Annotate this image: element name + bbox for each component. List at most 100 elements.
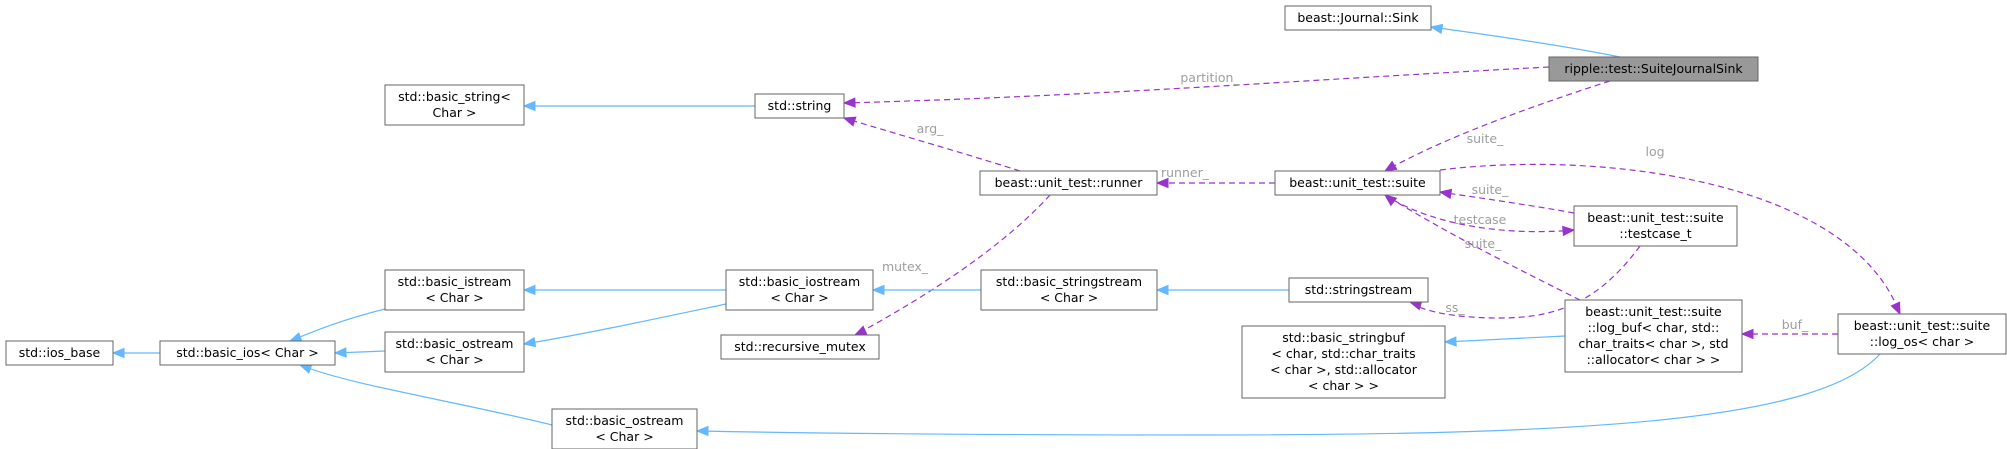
edge-basic-ostream-b-to-basic-ios-arrowhead	[298, 364, 313, 374]
edge-suite-testcase	[1384, 194, 1575, 233]
class-node-label: std::recursive_mutex	[734, 339, 865, 354]
class-node-label: beast::unit_test::suite	[1854, 318, 1991, 333]
class-node-label: std::ios_base	[19, 345, 101, 360]
class-node-label: char_traits< char >, std	[1578, 336, 1728, 351]
edge-label-arg: arg_	[917, 121, 945, 136]
edge-label-log: log	[1645, 144, 1664, 159]
edge-basic-ostream-b-to-basic-ios	[299, 364, 553, 426]
class-node-label: < Char >	[770, 290, 828, 305]
edge-string-to-basic-string-arrowhead	[522, 100, 536, 112]
edge-suite-sink-suite-arrowhead	[1383, 160, 1398, 172]
edge-label-suite-a: suite_	[1467, 131, 1504, 146]
class-node-log-buf[interactable]: beast::unit_test::suite::log_buf< char, …	[1564, 299, 1743, 373]
edge-basic-iostream-to-basic-ostream	[523, 303, 727, 345]
class-node-label: beast::Journal::Sink	[1297, 10, 1419, 25]
class-node-runner[interactable]: beast::unit_test::runner	[979, 170, 1158, 196]
class-node-basic-iostream[interactable]: std::basic_iostream< Char >	[725, 269, 874, 311]
class-node-box	[979, 170, 1158, 196]
class-node-basic-stringbuf[interactable]: std::basic_stringbuf< char, std::char_tr…	[1241, 325, 1446, 399]
class-node-box	[1564, 299, 1743, 373]
class-node-ios-base[interactable]: std::ios_base	[5, 340, 114, 366]
edge-label-partition: partition_	[1180, 70, 1240, 85]
class-node-label: beast::unit_test::suite	[1289, 175, 1426, 190]
edge-basic-istream-to-basic-ios	[289, 308, 386, 342]
class-node-label: std::basic_istream	[398, 274, 512, 289]
class-node-label: ::allocator< char > >	[1587, 352, 1721, 367]
class-node-sink[interactable]: beast::Journal::Sink	[1284, 5, 1432, 31]
class-node-box	[1274, 170, 1441, 196]
class-node-basic-stringstream[interactable]: std::basic_stringstream< Char >	[980, 269, 1158, 311]
edge-suite-sink-partition	[843, 66, 1550, 104]
edge-runner-arg	[843, 117, 1021, 172]
class-node-box	[5, 340, 114, 366]
edge-log-os-to-basic-ostream	[696, 353, 1881, 436]
edge-suite-testcase-arrowhead	[1562, 225, 1576, 237]
edge-suite-sink-to-sink-arrowhead	[1429, 23, 1444, 35]
class-node-basic-string[interactable]: std::basic_string<Char >	[384, 84, 525, 126]
edge-suite-sink-to-sink	[1430, 26, 1621, 58]
class-node-label: std::basic_string<	[398, 89, 511, 104]
edge-label-mutex: mutex_	[882, 259, 929, 274]
class-node-label: std::stringstream	[1305, 282, 1412, 297]
edge-suite-sink-suite	[1384, 80, 1611, 172]
class-node-box	[159, 340, 336, 366]
class-node-box	[1288, 277, 1429, 303]
class-node-box	[725, 269, 874, 311]
class-node-log-os[interactable]: beast::unit_test::suite::log_os< char >	[1837, 313, 2007, 355]
edge-runner-arg-arrowhead	[842, 116, 857, 127]
class-node-recursive-mutex[interactable]: std::recursive_mutex	[720, 334, 880, 360]
edge-basic-ostream-to-basic-ios-arrowhead	[333, 347, 347, 358]
edge-basic-stringstream-to-basic-iostream-arrowhead	[871, 284, 885, 296]
class-node-label: ::testcase_t	[1619, 226, 1691, 241]
class-node-label: < char >, std::allocator	[1270, 362, 1418, 377]
class-node-basic-ostream-b[interactable]: std::basic_ostream< Char >	[551, 408, 698, 449]
edge-basic-ios-to-ios-base-arrowhead	[111, 347, 125, 359]
class-node-label: < Char >	[425, 290, 483, 305]
class-node-box	[720, 334, 880, 360]
edge-label-suite-c: suite_	[1465, 236, 1502, 251]
edge-testcase-suite	[1439, 191, 1575, 214]
class-node-label: < char, std::char_traits	[1271, 346, 1415, 361]
class-node-basic-ios[interactable]: std::basic_ios< Char >	[159, 340, 336, 366]
class-node-label: < Char >	[1040, 290, 1098, 305]
edge-runner-mutex	[854, 194, 1051, 336]
edge-log-buf-suite-arrowhead	[1383, 194, 1398, 207]
class-node-label: beast::unit_test::runner	[995, 175, 1144, 190]
edge-stringstream-to-basic-stringstream-arrowhead	[1155, 284, 1169, 296]
class-node-label: std::basic_stringstream	[996, 274, 1142, 289]
class-node-basic-ostream-a[interactable]: std::basic_ostream< Char >	[384, 331, 525, 373]
class-node-label: < Char >	[425, 352, 483, 367]
class-node-box	[1241, 325, 1446, 399]
class-node-label: std::basic_stringbuf	[1282, 330, 1405, 345]
class-node-suite[interactable]: beast::unit_test::suite	[1274, 170, 1441, 196]
class-node-label: std::basic_ostream	[566, 413, 684, 428]
class-node-label: < char > >	[1308, 378, 1379, 393]
class-node-label: < Char >	[595, 429, 653, 444]
class-node-basic-istream[interactable]: std::basic_istream< Char >	[384, 269, 525, 311]
class-node-label: std::basic_iostream	[739, 274, 860, 289]
edge-basic-istream-to-basic-ios-arrowhead	[288, 332, 303, 342]
class-node-label: beast::unit_test::suite	[1585, 304, 1722, 319]
edge-suite-log	[1439, 163, 1901, 315]
class-node-suite-sink[interactable]: ripple::test::SuiteJournalSink	[1548, 56, 1759, 82]
class-node-stringstream[interactable]: std::stringstream	[1288, 277, 1429, 303]
class-node-box	[980, 269, 1158, 311]
class-node-box	[384, 331, 525, 373]
class-node-box	[551, 408, 698, 449]
class-node-box	[754, 93, 845, 119]
class-node-label: beast::unit_test::suite	[1587, 210, 1724, 225]
class-node-box	[384, 269, 525, 311]
class-node-box	[384, 84, 525, 126]
edge-label-suite-b: suite_	[1472, 182, 1509, 197]
class-node-label: ::log_os< char >	[1870, 334, 1974, 349]
edge-label-ss: ss_	[1445, 300, 1465, 315]
class-node-string[interactable]: std::string	[754, 93, 845, 119]
edge-basic-iostream-to-basic-istream-arrowhead	[522, 284, 536, 296]
class-node-testcase-t[interactable]: beast::unit_test::suite::testcase_t	[1573, 205, 1738, 247]
edge-suite-sink-partition-arrowhead	[842, 97, 856, 108]
class-node-label: Char >	[433, 105, 477, 120]
class-node-label: std::string	[768, 98, 832, 113]
edge-log-os-to-basic-ostream-arrowhead	[695, 425, 709, 437]
class-node-label: std::basic_ios< Char >	[176, 345, 318, 360]
